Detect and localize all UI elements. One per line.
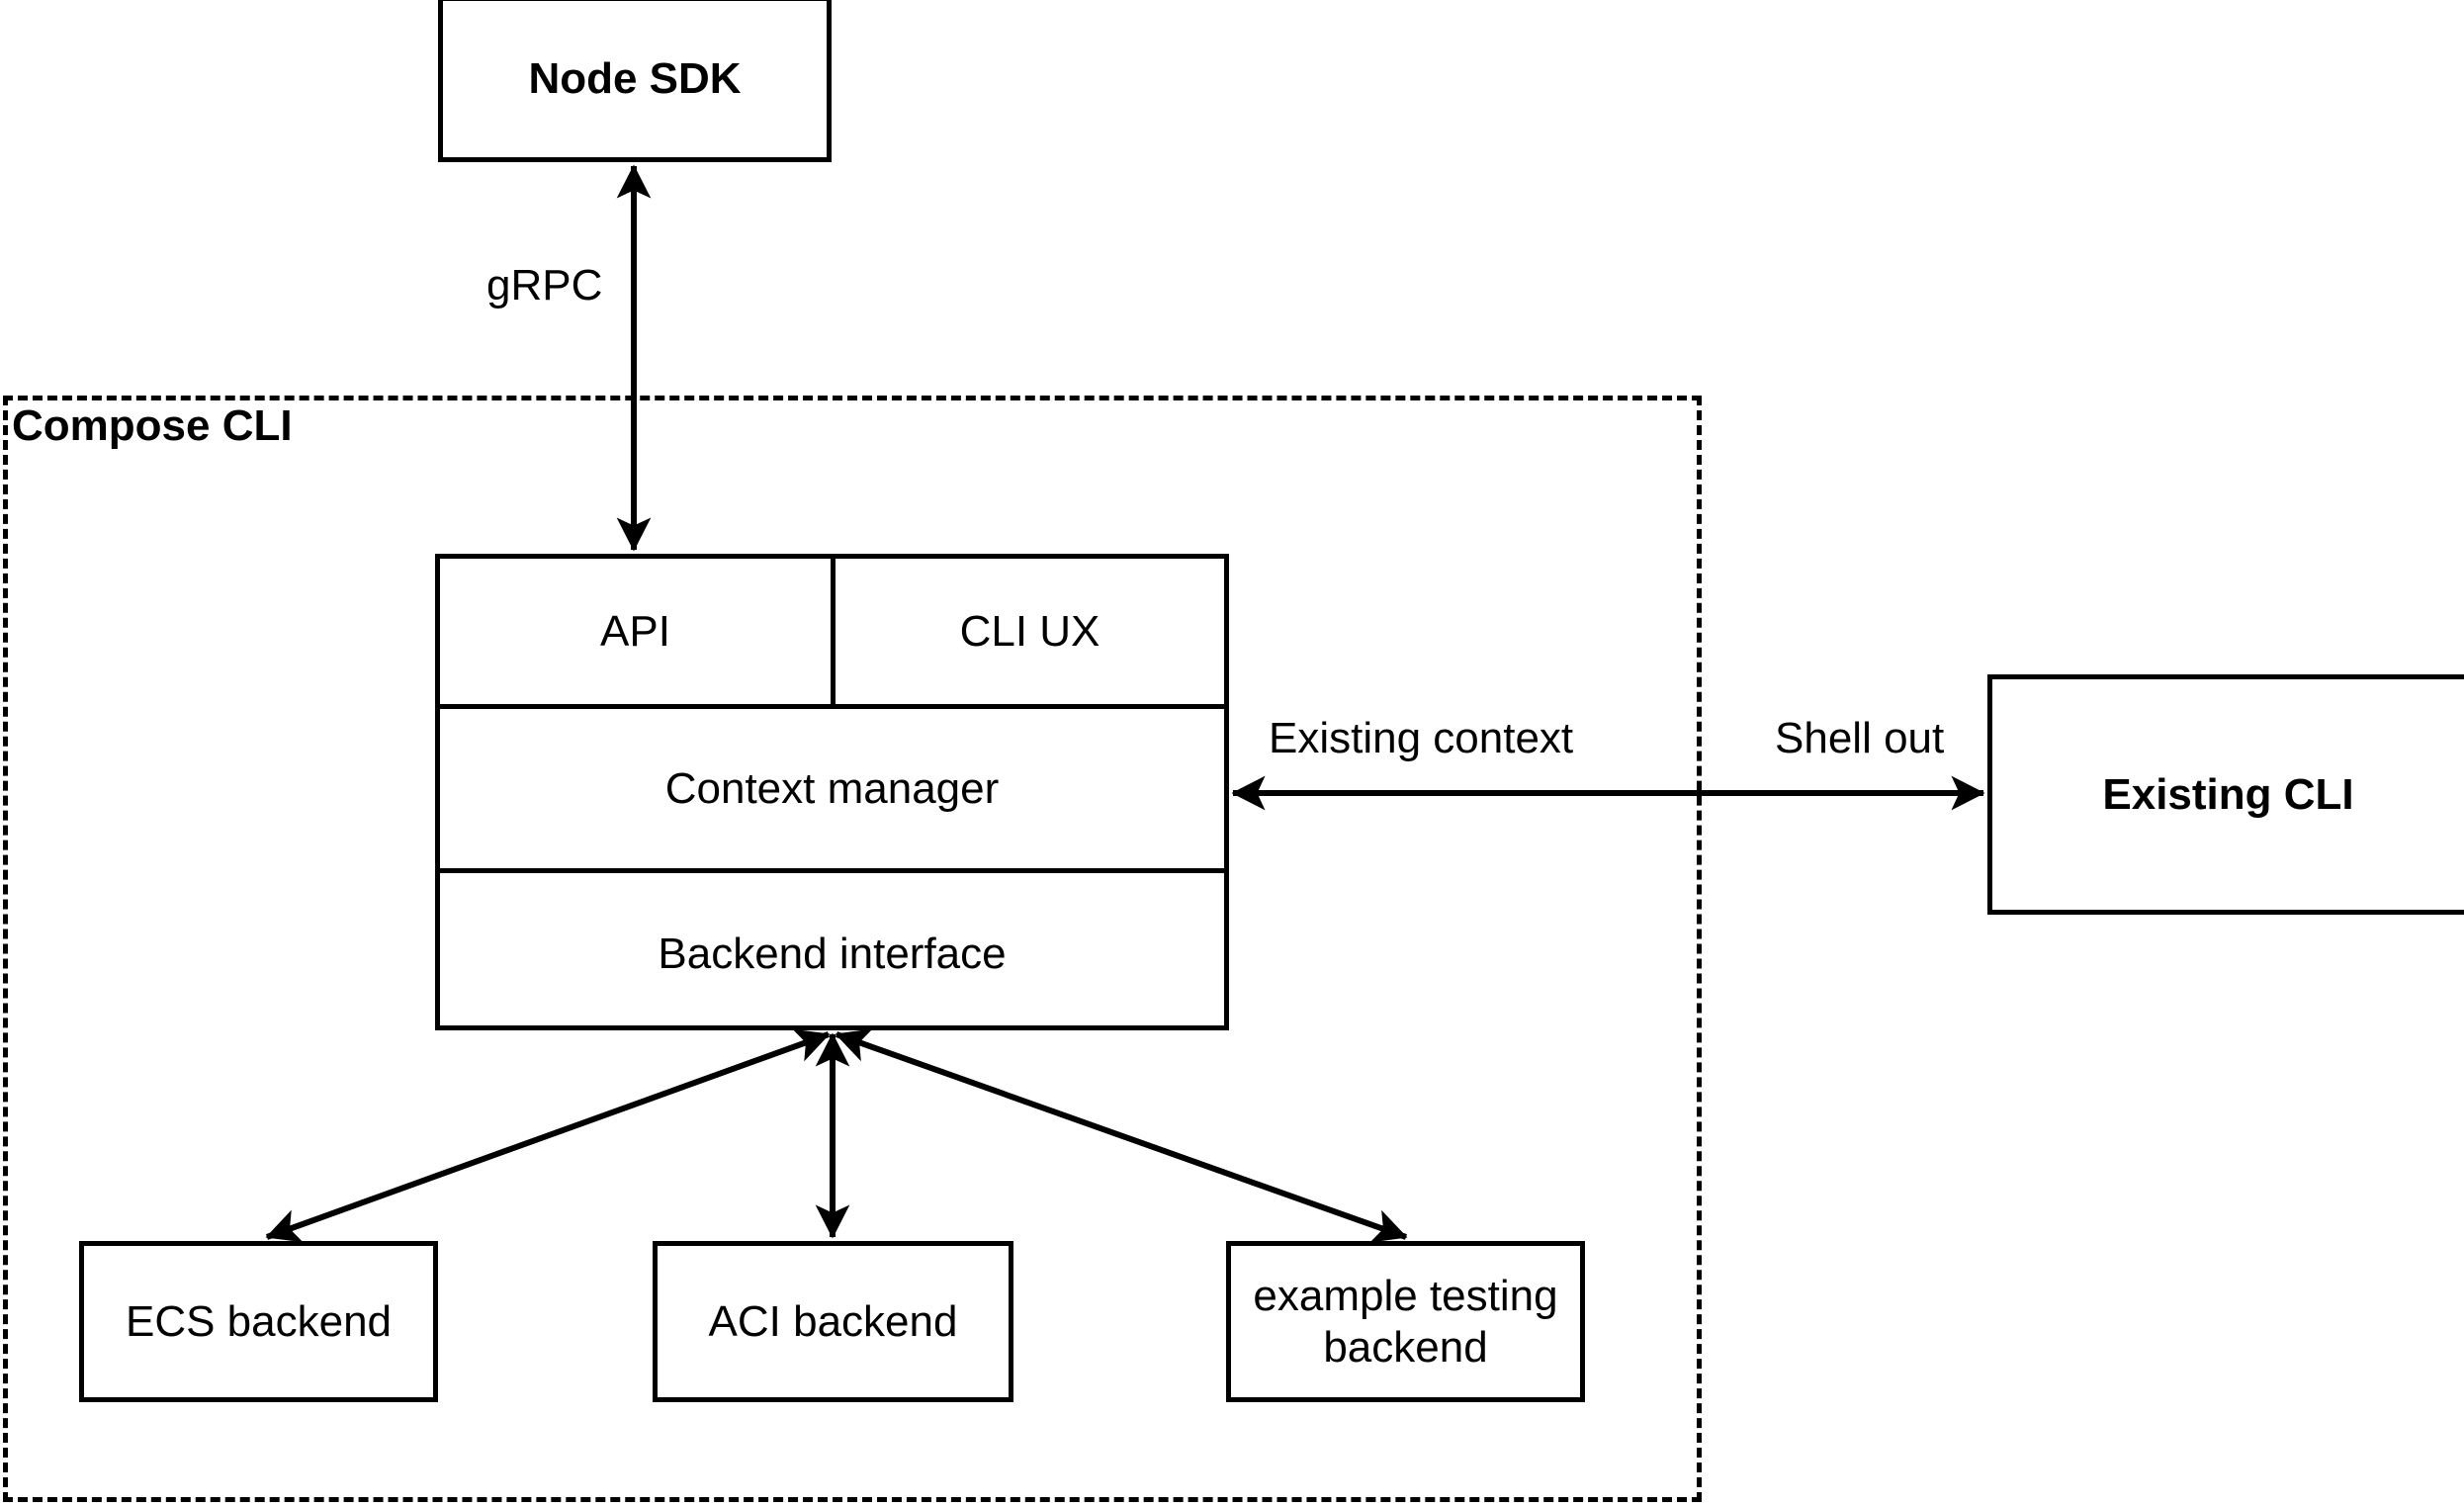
backend-interface-cell: Backend interface [658, 930, 1007, 978]
ecs-backend-box: ECS backend [79, 1241, 438, 1402]
api-cell: API [440, 559, 836, 704]
compose-cli-group-label: Compose CLI [12, 401, 293, 450]
compose-cli-group-boundary [3, 396, 1702, 1502]
edge-label-grpc: gRPC [486, 261, 603, 310]
cli-ux-cell: CLI UX [959, 606, 1100, 656]
example-testing-backend-box: example testing backend [1226, 1241, 1585, 1402]
edge-label-shell-out: Shell out [1775, 714, 1945, 762]
node-sdk-box: Node SDK [438, 0, 832, 162]
existing-cli-box: Existing CLI [1987, 674, 2464, 915]
context-manager-cell: Context manager [440, 709, 1224, 873]
aci-backend-box: ACI backend [653, 1241, 1013, 1402]
compose-cli-core-stack: API CLI UX Context manager Backend inter… [435, 554, 1229, 1030]
edge-label-existing-context: Existing context [1269, 714, 1574, 762]
core-stack-row-api-cliux: API CLI UX [440, 559, 1224, 709]
